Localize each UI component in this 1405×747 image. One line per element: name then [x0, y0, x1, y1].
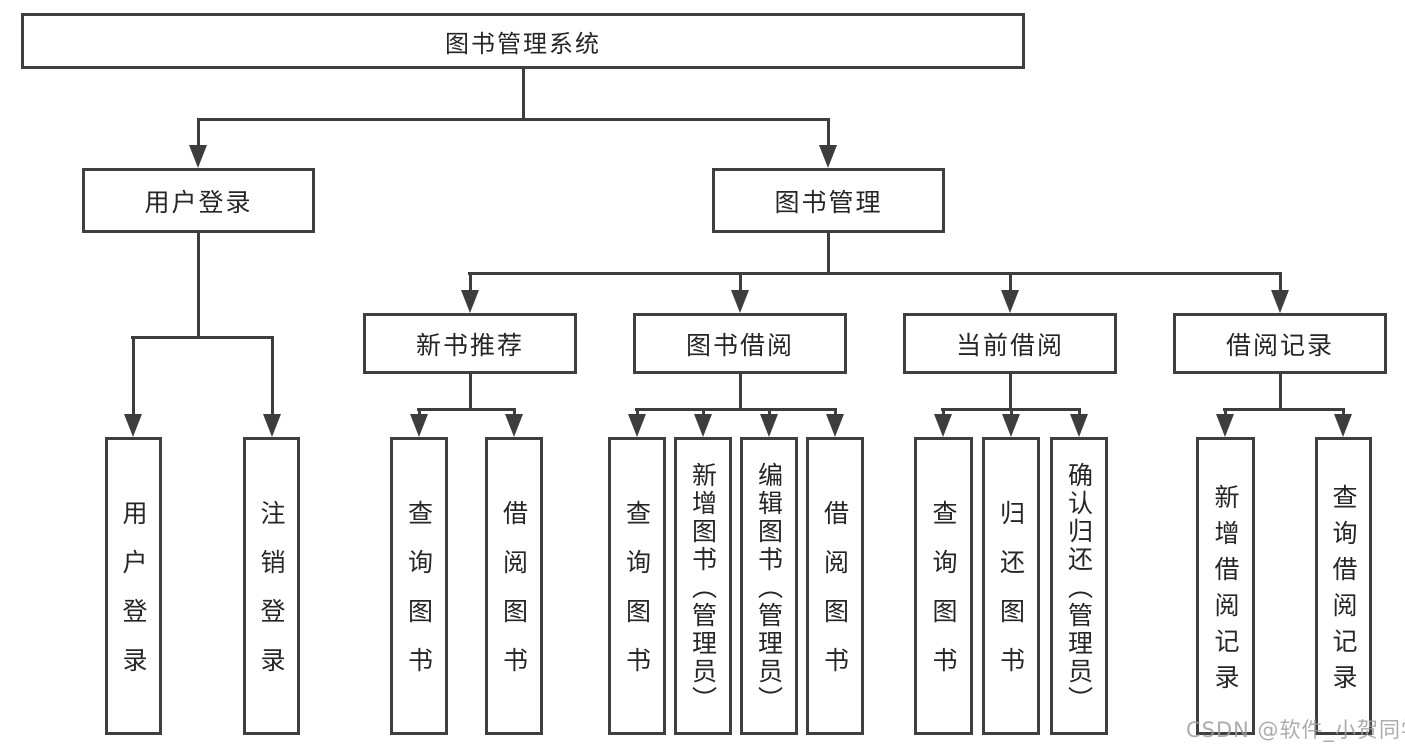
arrow-down-icon: [1216, 414, 1234, 437]
leaf-query-books-recommend: 查询图书: [390, 437, 448, 735]
arrow-down-icon: [628, 414, 646, 437]
connector-line: [197, 233, 200, 339]
connector-line: [1279, 374, 1282, 410]
leaf-label: 归还图书: [996, 500, 1026, 696]
leaf-logout: 注销登录: [243, 437, 300, 735]
connector-line: [132, 336, 135, 421]
connector-line: [827, 233, 830, 274]
arrow-down-icon: [1002, 414, 1020, 437]
leaf-label: 借阅图书: [499, 500, 529, 696]
arrow-down-icon: [731, 290, 749, 313]
arrow-down-icon: [934, 414, 952, 437]
arrow-down-icon: [124, 414, 142, 437]
connector-line: [197, 118, 830, 121]
node-label: 用户登录: [144, 187, 253, 217]
node-label: 图书管理系统: [445, 29, 601, 58]
connector-line: [1009, 374, 1012, 410]
connector-line: [469, 374, 472, 410]
node-library-management-system: 图书管理系统: [21, 13, 1025, 69]
leaf-label: 新增借阅记录: [1211, 483, 1240, 700]
node-label: 图书管理: [774, 187, 883, 217]
node-label: 借阅记录: [1225, 330, 1334, 360]
connector-line: [635, 408, 837, 411]
leaf-user-login: 用户登录: [105, 437, 162, 735]
leaf-label: 借阅图书: [820, 500, 850, 696]
arrow-down-icon: [1271, 290, 1289, 313]
connector-line: [468, 272, 1282, 275]
arrow-down-icon: [505, 414, 523, 437]
connector-line: [131, 336, 274, 339]
leaf-label: 编辑图书（管理员）: [754, 461, 784, 714]
leaf-label: 新增图书（管理员）: [688, 461, 718, 714]
leaf-label: 确认归还（管理员）: [1064, 461, 1094, 714]
arrow-down-icon: [410, 414, 428, 437]
leaf-label: 用户登录: [119, 500, 148, 696]
node-book-management-branch: 图书管理: [712, 168, 945, 233]
leaf-label: 注销登录: [257, 500, 286, 696]
leaf-query-books-current: 查询图书: [914, 437, 973, 735]
arrow-down-icon: [263, 414, 281, 437]
node-label: 新书推荐: [415, 330, 524, 360]
node-new-book-recommendation: 新书推荐: [363, 313, 577, 374]
leaf-borrow-books-borrowing: 借阅图书: [806, 437, 864, 735]
leaf-return-books: 归还图书: [982, 437, 1040, 735]
connector-line: [197, 118, 200, 152]
watermark: CSDN @软件_小贺同学: [1186, 718, 1405, 742]
node-current-borrowing: 当前借阅: [903, 313, 1117, 374]
connector-line: [1223, 408, 1345, 411]
arrow-down-icon: [826, 414, 844, 437]
arrow-down-icon: [694, 414, 712, 437]
arrow-down-icon: [1070, 414, 1088, 437]
leaf-add-borrow-record: 新增借阅记录: [1196, 437, 1255, 735]
leaf-label: 查询图书: [622, 500, 652, 696]
arrow-down-icon: [461, 290, 479, 313]
leaf-edit-book-admin: 编辑图书（管理员）: [740, 437, 798, 735]
leaf-add-book-admin: 新增图书（管理员）: [674, 437, 732, 735]
connector-line: [522, 66, 525, 120]
node-borrowing-records: 借阅记录: [1173, 313, 1387, 374]
node-book-borrowing: 图书借阅: [633, 313, 847, 374]
arrow-down-icon: [1001, 290, 1019, 313]
connector-line: [271, 336, 274, 421]
arrow-down-icon: [189, 145, 207, 168]
connector-line: [739, 374, 742, 410]
leaf-label: 查询图书: [404, 500, 434, 696]
connector-line: [469, 272, 472, 297]
connector-line: [827, 118, 830, 152]
leaf-label: 查询图书: [929, 500, 958, 696]
arrow-down-icon: [819, 145, 837, 168]
node-label: 图书借阅: [685, 330, 794, 360]
connector-line: [1009, 272, 1012, 297]
connector-line: [739, 272, 742, 297]
node-user-login-branch: 用户登录: [82, 168, 315, 233]
leaf-label: 查询借阅记录: [1329, 483, 1358, 700]
leaf-query-borrow-record: 查询借阅记录: [1315, 437, 1372, 735]
arrow-down-icon: [760, 414, 778, 437]
node-label: 当前借阅: [955, 330, 1064, 360]
leaf-query-books-borrowing: 查询图书: [608, 437, 666, 735]
leaf-borrow-books-recommend: 借阅图书: [485, 437, 543, 735]
arrow-down-icon: [1334, 414, 1352, 437]
leaf-confirm-return-admin: 确认归还（管理员）: [1050, 437, 1108, 735]
connector-line: [1279, 272, 1282, 297]
connector-line: [417, 408, 516, 411]
